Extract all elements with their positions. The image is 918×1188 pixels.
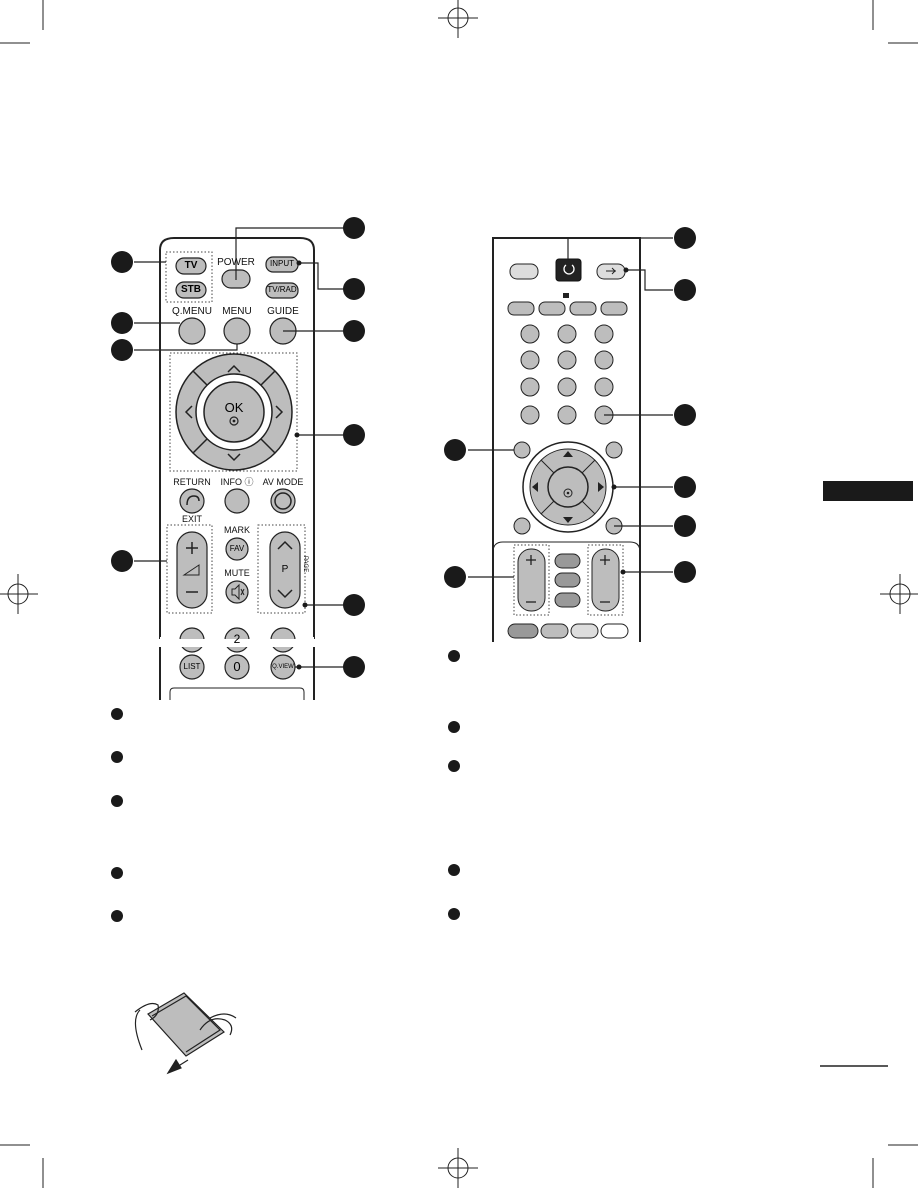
- r-nav-pad[interactable]: [522, 441, 614, 533]
- arrow-down-icon: [227, 453, 241, 462]
- fav-button[interactable]: [225, 537, 249, 561]
- mute-button[interactable]: [225, 580, 249, 604]
- mark-label: MARK: [223, 525, 250, 535]
- avmode-label: AV MODE: [262, 477, 304, 487]
- qmenu-button[interactable]: [178, 317, 206, 345]
- info-label: INFO ⓘ: [220, 477, 254, 487]
- qmenu-label: Q.MENU: [172, 306, 212, 317]
- return-label: RETURN: [173, 477, 211, 487]
- return-icon: [186, 495, 200, 506]
- power-label: POWER: [217, 257, 255, 268]
- r-number-grid[interactable]: [513, 324, 623, 535]
- right-callouts: [468, 237, 673, 578]
- menu-button[interactable]: [223, 317, 251, 345]
- r-program-rocker[interactable]: [591, 548, 620, 612]
- menu-label: MENU: [222, 306, 252, 317]
- p-label: P: [281, 564, 289, 575]
- arrow-right-icon: [275, 405, 284, 419]
- description-bullets: [111, 650, 460, 922]
- ok-label: OK: [224, 400, 244, 415]
- r-mode-button[interactable]: [509, 263, 539, 280]
- arrow-up-icon: [227, 364, 241, 373]
- volume-icon: [182, 564, 200, 576]
- arrow-left-icon: [184, 405, 193, 419]
- guide-label: GUIDE: [267, 306, 299, 317]
- right-badges: [444, 227, 696, 588]
- r-power-button[interactable]: [555, 258, 582, 282]
- left-badges: [111, 217, 365, 678]
- list-button[interactable]: [179, 654, 205, 680]
- tvrad-label: TV/RAD: [267, 285, 297, 294]
- zero-label: 0: [233, 659, 241, 674]
- power-icon: [563, 264, 575, 275]
- digit-2-label: 2: [233, 632, 241, 646]
- side-tab: [823, 481, 913, 501]
- stb-button-label: STB: [181, 284, 201, 295]
- mute-icon: [231, 583, 245, 601]
- page-label: PAGE: [302, 556, 308, 573]
- tv-button-label: TV: [184, 260, 198, 271]
- zero-button[interactable]: [224, 654, 250, 680]
- nav-pad[interactable]: [175, 353, 293, 471]
- input-icon: [606, 267, 616, 275]
- return-button[interactable]: [179, 488, 205, 514]
- r-volume-rocker[interactable]: [517, 548, 546, 612]
- qview-label: Q.VIEW: [272, 664, 294, 670]
- fav-label: FAV: [229, 544, 245, 553]
- mute-label: MUTE: [224, 568, 250, 578]
- tvrad-button[interactable]: [265, 282, 299, 299]
- remote-right: [492, 237, 641, 642]
- tv-button[interactable]: [175, 257, 207, 275]
- info-button[interactable]: [224, 488, 250, 514]
- remote-left: [155, 237, 320, 700]
- hand-icon: [134, 992, 237, 1075]
- program-rocker[interactable]: [269, 531, 301, 609]
- input-label: INPUT: [270, 259, 294, 268]
- exit-label: EXIT: [181, 514, 202, 524]
- stb-button[interactable]: [175, 281, 207, 299]
- list-label: LIST: [183, 662, 201, 671]
